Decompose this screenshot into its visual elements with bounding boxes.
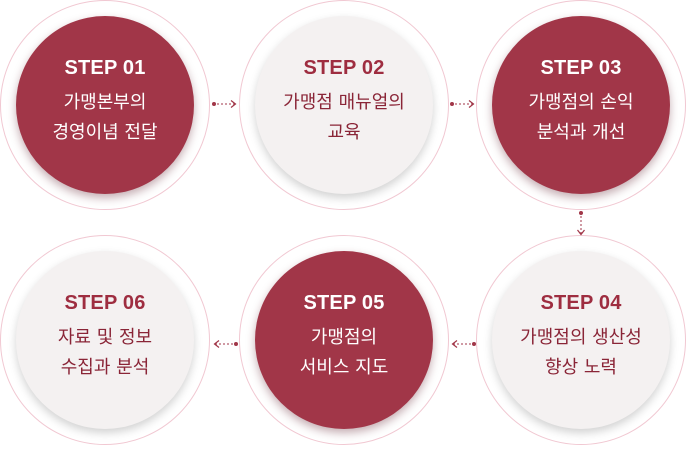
step-02: STEP 02 가맹점 매뉴얼의 교육 [239, 0, 449, 210]
step-06-number: STEP 06 [64, 291, 146, 314]
step-04-number: STEP 04 [540, 291, 622, 314]
step-05-label: 가맹점의 서비스 지도 [299, 326, 389, 378]
step-05: STEP 05 가맹점의 서비스 지도 [239, 235, 449, 445]
step-01-disc: STEP 01 가맹본부의 경영이념 전달 [16, 16, 194, 194]
arrow-left-icon [451, 340, 476, 348]
step-04: STEP 04 가맹점의 생산성 향상 노력 [476, 235, 686, 445]
step-06-disc: STEP 06 자료 및 정보 수집과 분석 [16, 251, 194, 429]
step-04-disc: STEP 04 가맹점의 생산성 향상 노력 [492, 251, 670, 429]
step-04-label: 가맹점의 생산성 향상 노력 [520, 326, 642, 378]
step-06-label: 자료 및 정보 수집과 분석 [57, 326, 153, 378]
step-01: STEP 01 가맹본부의 경영이념 전달 [0, 0, 210, 210]
step-02-number: STEP 02 [303, 56, 385, 79]
step-06: STEP 06 자료 및 정보 수집과 분석 [0, 235, 210, 445]
step-02-label: 가맹점 매뉴얼의 교육 [283, 91, 405, 143]
step-05-number: STEP 05 [303, 291, 385, 314]
arrow-right-icon [212, 100, 237, 108]
step-05-disc: STEP 05 가맹점의 서비스 지도 [255, 251, 433, 429]
arrow-left-icon [213, 340, 238, 348]
step-03-number: STEP 03 [540, 56, 622, 79]
step-03-label: 가맹점의 손익 분석과 개선 [528, 91, 634, 143]
step-02-disc: STEP 02 가맹점 매뉴얼의 교육 [255, 16, 433, 194]
step-01-label: 가맹본부의 경영이념 전달 [52, 91, 158, 143]
step-03-disc: STEP 03 가맹점의 손익 분석과 개선 [492, 16, 670, 194]
arrow-right-icon [450, 100, 475, 108]
step-01-number: STEP 01 [64, 56, 146, 79]
arrow-down-icon [577, 211, 585, 236]
step-03: STEP 03 가맹점의 손익 분석과 개선 [476, 0, 686, 210]
